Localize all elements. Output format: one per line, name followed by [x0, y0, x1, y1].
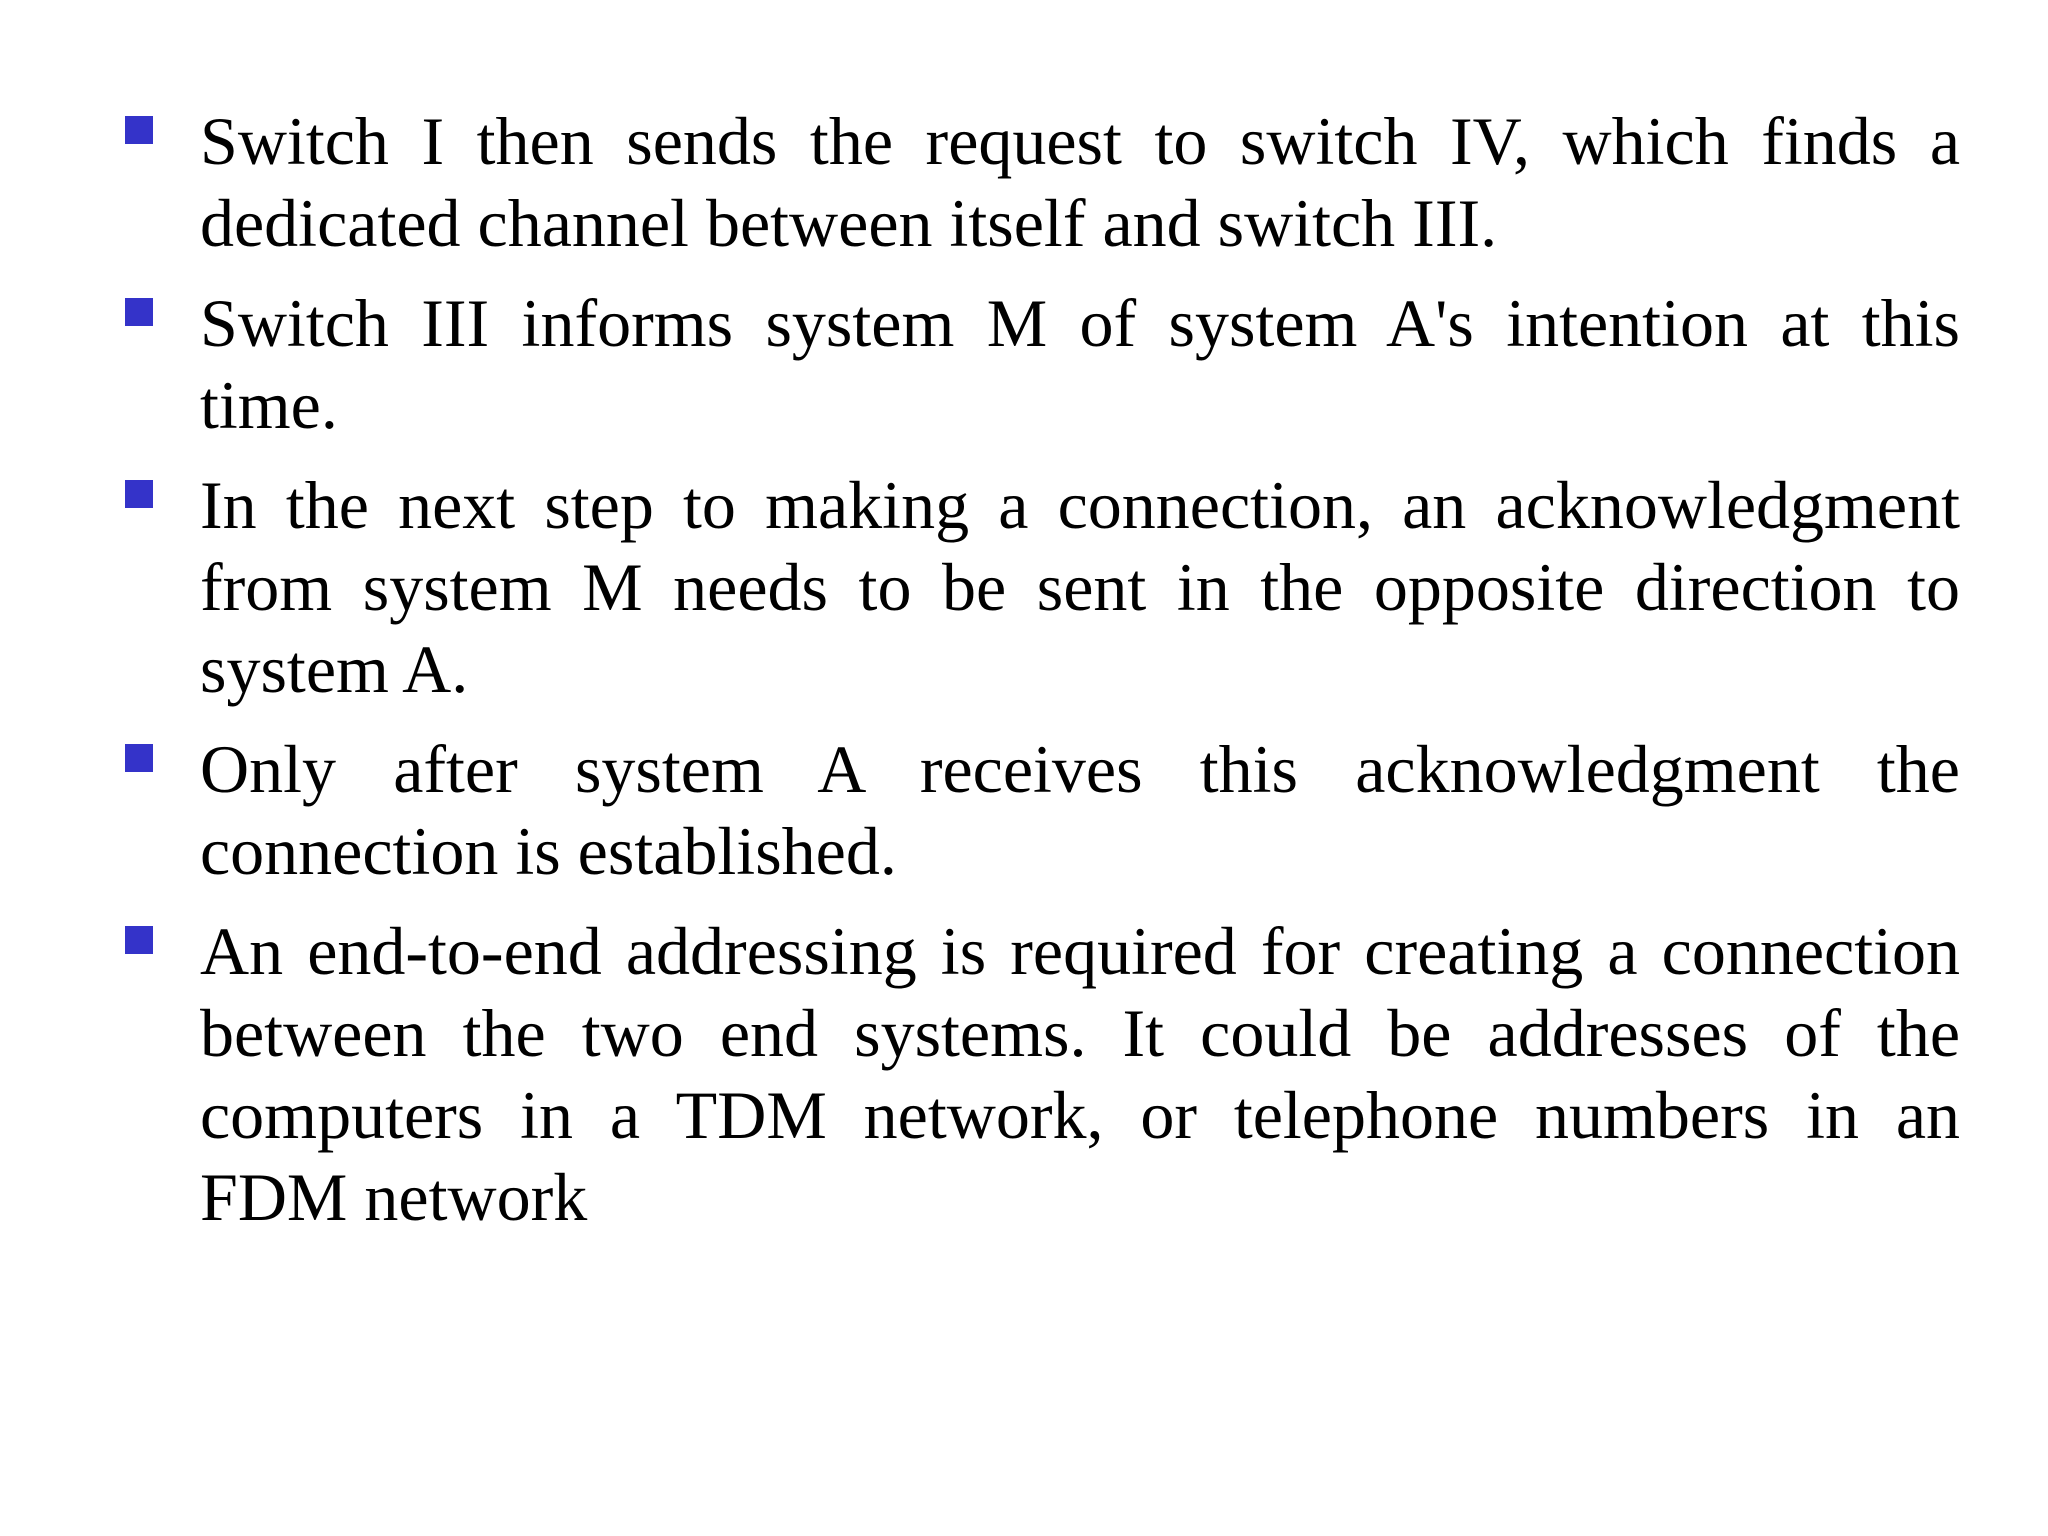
- text-line: from system M needs to be sent in the op…: [200, 549, 1960, 625]
- bullet-item: Only after system A receives this acknow…: [125, 728, 1960, 892]
- bullet-text: An end-to-end addressing is required for…: [200, 910, 1960, 1238]
- text-line: dedicated channel between itself and swi…: [200, 185, 1498, 261]
- bullet-item: In the next step to making a connection,…: [125, 464, 1960, 710]
- bullet-item: An end-to-end addressing is required for…: [125, 910, 1960, 1238]
- bullet-item: Switch III informs system M of system A'…: [125, 282, 1960, 446]
- bullet-list: Switch I then sends the request to switc…: [125, 100, 1960, 1256]
- text-line: Switch I then sends the request to switc…: [200, 103, 1960, 179]
- blue-square-bullet-icon: [125, 926, 153, 954]
- blue-square-bullet-icon: [125, 480, 153, 508]
- bullet-text: Only after system A receives this acknow…: [200, 728, 1960, 892]
- blue-square-bullet-icon: [125, 744, 153, 772]
- text-line: An end-to-end addressing is required for…: [200, 913, 1960, 989]
- text-line: FDM network: [200, 1159, 588, 1235]
- bullet-text: In the next step to making a connection,…: [200, 464, 1960, 710]
- text-line: Switch III informs system M of system A'…: [200, 285, 1960, 361]
- bullet-item: Switch I then sends the request to switc…: [125, 100, 1960, 264]
- text-line: computers in a TDM network, or telephone…: [200, 1077, 1960, 1153]
- blue-square-bullet-icon: [125, 116, 153, 144]
- text-line: system A.: [200, 631, 469, 707]
- text-line: connection is established.: [200, 813, 897, 889]
- text-line: In the next step to making a connection,…: [200, 467, 1960, 543]
- text-line: Only after system A receives this acknow…: [200, 731, 1960, 807]
- blue-square-bullet-icon: [125, 298, 153, 326]
- text-line: time.: [200, 367, 338, 443]
- bullet-text: Switch I then sends the request to switc…: [200, 100, 1960, 264]
- bullet-text: Switch III informs system M of system A'…: [200, 282, 1960, 446]
- text-line: between the two end systems. It could be…: [200, 995, 1960, 1071]
